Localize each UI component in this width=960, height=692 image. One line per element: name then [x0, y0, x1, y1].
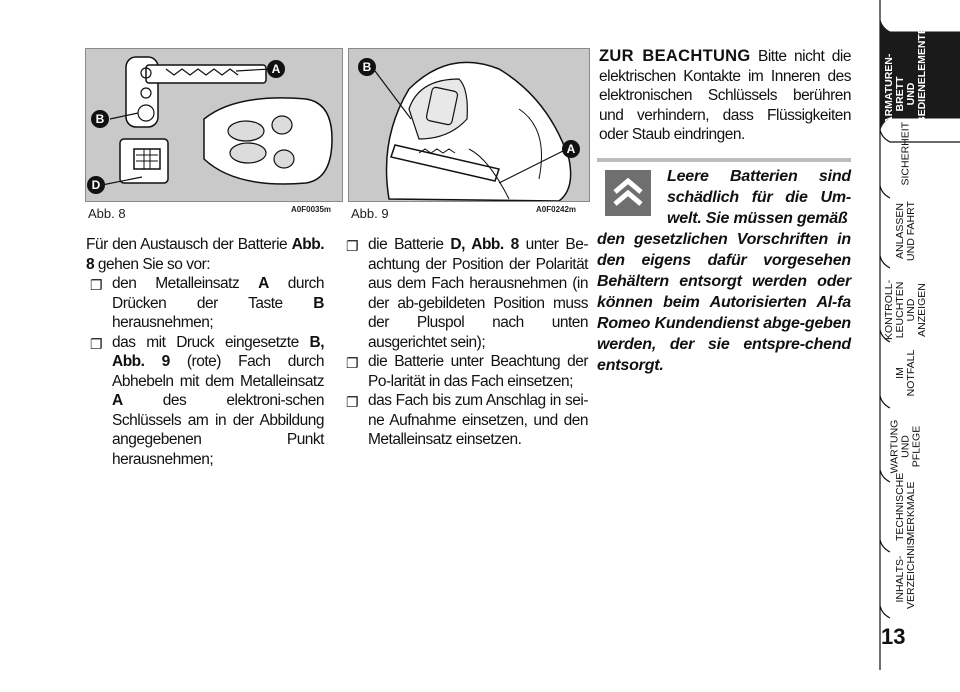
tab-im-notfall[interactable]: IM NOTFALL: [894, 349, 917, 397]
list-item: ❐ den Metalleinsatz A durch Drücken der …: [90, 275, 324, 331]
list-item: ❐ das Fach bis zum Anschlag in sei-ne Au…: [346, 392, 589, 448]
callout-a-label: A: [567, 142, 576, 156]
figure-9-code: A0F0242m: [536, 205, 577, 214]
figure-8-image: A B D: [85, 48, 343, 202]
callout-b-circle: [91, 110, 109, 128]
checkbox-bullet-icon: ❐: [346, 394, 359, 410]
page-number: 13: [881, 624, 906, 649]
column-2: ❐ die Batterie D, Abb. 8 unter Be-achtun…: [342, 235, 589, 450]
notice-heading: ZUR BEACHTUNG: [599, 47, 751, 65]
callout-b-label: B: [96, 112, 105, 126]
environment-warning: Leere Batterien sind schädlich für die U…: [597, 158, 851, 376]
tab-inhaltsverzeichnis[interactable]: INHALTS- VERZEICHNIS: [894, 538, 917, 609]
intro-paragraph: Für den Austausch der Batterie Abb. 8 ge…: [86, 236, 325, 273]
chapter-sidebar: ARMATUREN- BRETT UND BEDIENELEMENTE SICH…: [868, 0, 960, 692]
warning-text: Leere Batterien sind schädlich für die U…: [597, 168, 851, 374]
figure-9-caption: Abb. 9: [351, 206, 389, 221]
tab-technische-merkmale[interactable]: TECHNISCHE MERKMALE: [894, 472, 917, 541]
callout-d-label: D: [92, 178, 101, 192]
warning-divider: [597, 158, 851, 162]
checkbox-bullet-icon: ❐: [346, 355, 359, 371]
checkbox-bullet-icon: ❐: [90, 335, 103, 352]
callout-a-label: A: [272, 62, 281, 76]
list-item: ❐ die Batterie D, Abb. 8 unter Be-achtun…: [346, 236, 589, 351]
tab-sicherheit[interactable]: SICHERHEIT: [899, 121, 912, 186]
callout-a-circle: [267, 60, 285, 78]
callout-b-label: B: [363, 60, 372, 74]
figure-8-caption: Abb. 8: [88, 206, 126, 221]
tab-armaturenbrett[interactable]: ARMATUREN- BRETT UND BEDIENELEMENTE: [883, 27, 928, 124]
figure-8-code: A0F0035m: [291, 205, 332, 214]
tab-anlassen[interactable]: ANLASSEN UND FAHRT: [894, 201, 917, 261]
column-1: Für den Austausch der Batterie Abb. 8 ge…: [86, 235, 325, 469]
sidebar-tabs-outline: [879, 0, 960, 670]
figure-ref: Abb. 8: [86, 236, 325, 273]
tab-kontrollleuchten[interactable]: KONTROLL- LEUCHTEN UND ANZEIGEN: [883, 279, 928, 340]
list-item: ❐ das mit Druck eingesetzte B, Abb. 9 (r…: [90, 333, 325, 468]
list-item: ❐ die Batterie unter Beachtung der Po-la…: [346, 353, 589, 390]
notice-paragraph: ZUR BEACHTUNG Bitte nicht die elektrisch…: [599, 47, 852, 143]
checkbox-bullet-icon: ❐: [346, 238, 359, 254]
callout-a-circle: [562, 140, 580, 158]
tab-wartung[interactable]: WARTUNG UND PFLEGE: [888, 419, 923, 474]
callout-b-circle: [358, 58, 376, 76]
figure-9-image: B A: [348, 48, 590, 202]
key-and-fob-illustration: A B D: [87, 56, 333, 194]
checkbox-bullet-icon: ❐: [90, 277, 103, 293]
battery-removal-illustration: B A: [358, 58, 580, 201]
environment-warning-icon: [605, 170, 651, 216]
callout-d-circle: [87, 176, 105, 194]
